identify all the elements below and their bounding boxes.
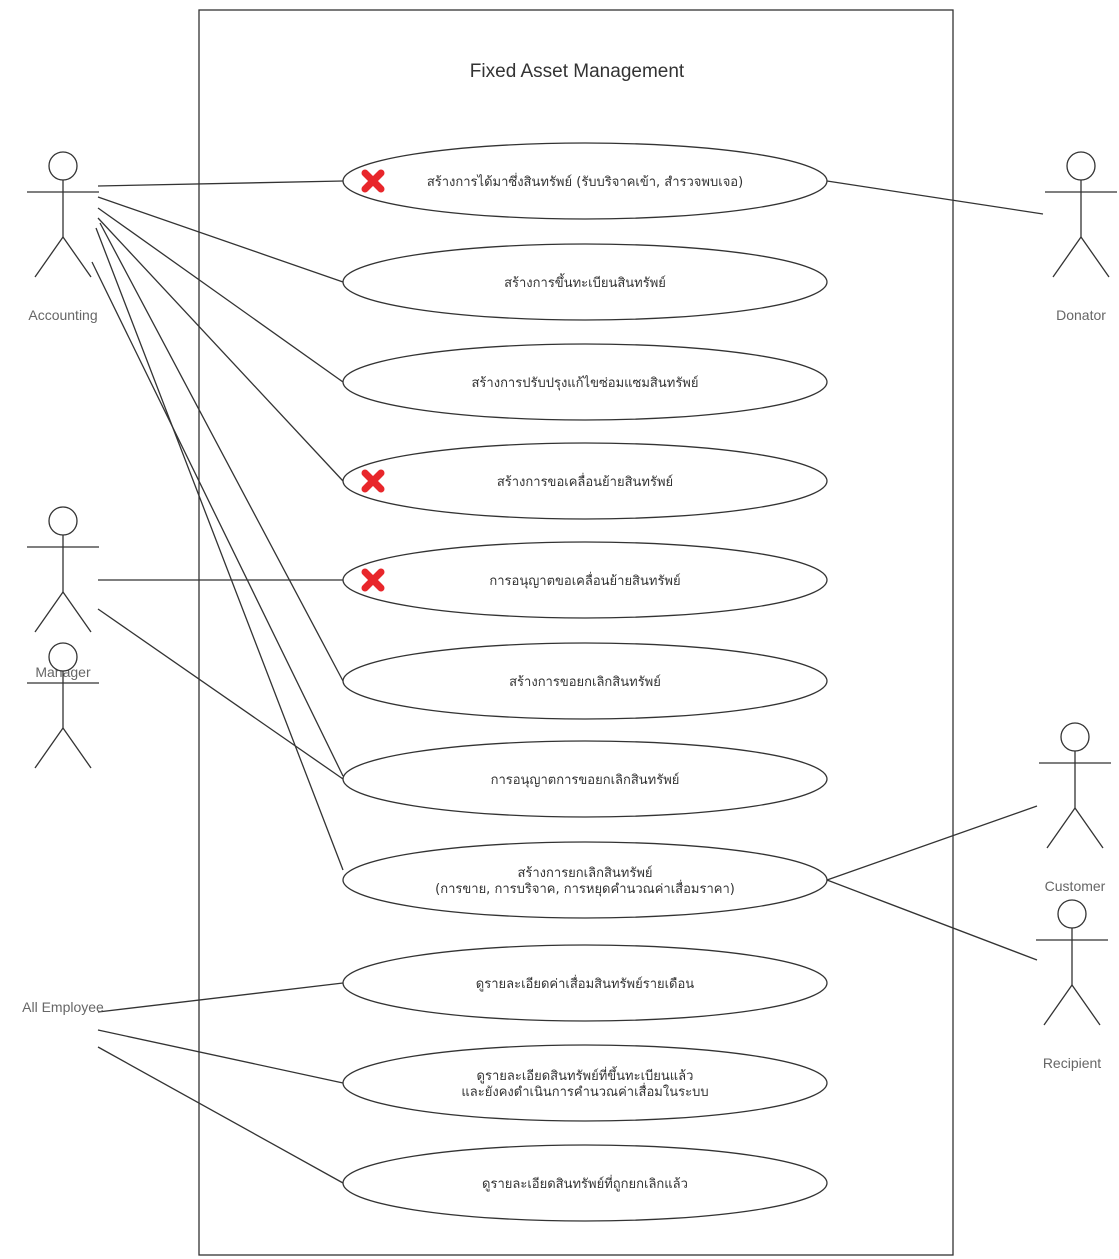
association-employee-uc9 [97,982,344,1013]
system-boundary [198,9,954,1256]
association-accounting-uc3 [97,207,344,383]
association-accounting-uc8 [95,227,344,871]
actor-label: Donator [1056,307,1106,323]
use-case-label: สร้างการยกเลิกสินทรัพย์ [517,865,652,881]
use-case-uc10[interactable]: ดูรายละเอียดสินทรัพย์ที่ขึ้นทะเบียนแล้วแ… [342,1044,828,1122]
use-case-uc1[interactable]: สร้างการได้มาซึ่งสินทรัพย์ (รับบริจาคเข้… [342,142,828,220]
association-employee-uc11 [97,1046,344,1184]
association-accounting-uc1 [97,180,344,187]
stick-figure-icon [27,506,99,633]
use-case-ellipse [342,541,828,619]
use-case-uc5[interactable]: การอนุญาตขอเคลื่อนย้ายสินทรัพย์ [342,541,828,619]
use-case-label: และยังคงดำเนินการคำนวณค่าเสื่อมในระบบ [461,1083,708,1100]
actor-label: Accounting [28,307,97,323]
use-case-label: ดูรายละเอียดสินทรัพย์ที่ถูกยกเลิกแล้ว [482,1175,688,1192]
use-case-label: ดูรายละเอียดค่าเสื่อมสินทรัพย์รายเดือน [476,975,695,992]
actor-recipient[interactable]: Recipient [1036,899,1108,1071]
use-case-uc7[interactable]: การอนุญาตการขอยกเลิกสินทรัพย์ [342,740,828,818]
use-case-ellipse [342,1044,828,1122]
use-case-label: ดูรายละเอียดสินทรัพย์ที่ขึ้นทะเบียนแล้ว [477,1066,694,1084]
association-accounting-uc7 [91,261,344,777]
association-lines [91,180,1044,1184]
use-case-ellipse [342,841,828,919]
actor-accounting[interactable]: Accounting [27,151,99,323]
use-case-ellipse [342,343,828,421]
use-case-ellipse [342,1144,828,1222]
association-recipient-uc8 [826,879,1038,961]
actor-label: All Employee [22,999,104,1015]
use-case-label: สร้างการขอยกเลิกสินทรัพย์ [509,674,661,690]
use-case-ellipse [342,740,828,818]
stick-figure-icon [27,151,99,278]
use-case-ellipse [342,442,828,520]
stick-figure-icon [27,642,99,769]
association-employee-uc10 [97,1029,344,1084]
use-case-label: สร้างการได้มาซึ่งสินทรัพย์ (รับบริจาคเข้… [427,173,743,190]
use-case-uc3[interactable]: สร้างการปรับปรุงแก้ไขซ่อมแซมสินทรัพย์ [342,343,828,421]
use-cases: สร้างการได้มาซึ่งสินทรัพย์ (รับบริจาคเข้… [342,142,828,1222]
system-title: Fixed Asset Management [470,61,685,82]
association-accounting-uc2 [97,196,344,283]
use-case-label: สร้างการขึ้นทะเบียนสินทรัพย์ [504,273,666,291]
association-customer-uc8 [826,805,1038,881]
use-case-label: (การขาย, การบริจาค, การหยุดคำนวณค่าเสื่อ… [435,880,735,897]
use-case-ellipse [342,642,828,720]
actor-label: Recipient [1043,1055,1101,1071]
use-case-uc2[interactable]: สร้างการขึ้นทะเบียนสินทรัพย์ [342,243,828,321]
association-accounting-uc6 [99,222,344,682]
use-case-ellipse [342,944,828,1022]
use-case-ellipse [342,142,828,220]
use-case-uc4[interactable]: สร้างการขอเคลื่อนย้ายสินทรัพย์ [342,442,828,520]
actor-donator[interactable]: Donator [1045,151,1117,323]
red-cross-icon [361,568,385,592]
stick-figure-icon [1039,722,1111,849]
actor-label: Customer [1045,878,1106,894]
association-donator-uc1 [826,180,1044,215]
use-case-ellipse [342,243,828,321]
use-case-label: การอนุญาตการขอยกเลิกสินทรัพย์ [491,772,680,788]
use-case-label: การอนุญาตขอเคลื่อนย้ายสินทรัพย์ [489,572,680,589]
association-manager-uc7 [97,608,344,780]
red-cross-icon [361,169,385,193]
red-cross-icon [361,469,385,493]
stick-figure-icon [1036,899,1108,1026]
use-case-label: สร้างการขอเคลื่อนย้ายสินทรัพย์ [497,473,673,490]
use-case-uc11[interactable]: ดูรายละเอียดสินทรัพย์ที่ถูกยกเลิกแล้ว [342,1144,828,1222]
use-case-uc9[interactable]: ดูรายละเอียดค่าเสื่อมสินทรัพย์รายเดือน [342,944,828,1022]
use-case-label: สร้างการปรับปรุงแก้ไขซ่อมแซมสินทรัพย์ [472,375,699,391]
stick-figure-icon [1045,151,1117,278]
actor-customer[interactable]: Customer [1039,722,1111,894]
use-case-uc6[interactable]: สร้างการขอยกเลิกสินทรัพย์ [342,642,828,720]
actor-employee[interactable]: All Employee [22,642,104,1015]
use-case-uc8[interactable]: สร้างการยกเลิกสินทรัพย์(การขาย, การบริจา… [342,841,828,919]
association-accounting-uc4 [97,217,344,482]
